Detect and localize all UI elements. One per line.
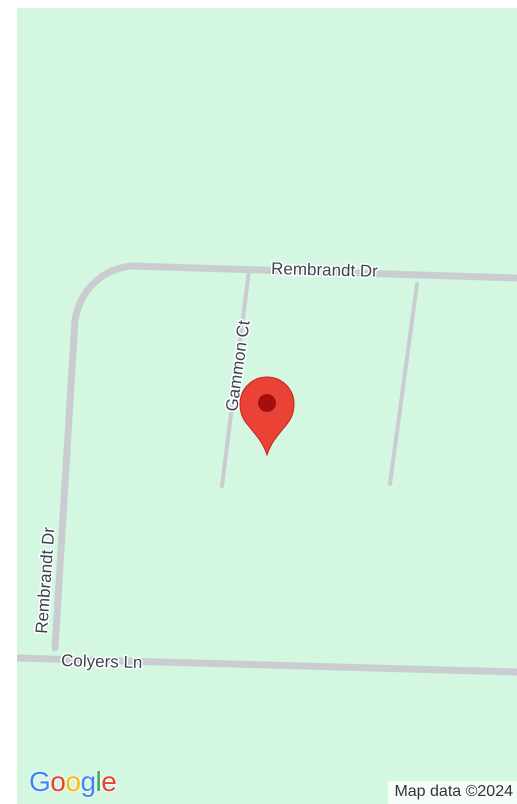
google-logo-letter: o	[50, 766, 66, 797]
map-pin-icon[interactable]	[239, 376, 295, 457]
google-logo-letter: G	[29, 766, 51, 797]
google-logo-letter: e	[101, 766, 117, 797]
map-attribution[interactable]: Map data ©2024	[388, 781, 517, 804]
road-rembrandt-dr-north	[51, 262, 517, 652]
google-logo-letter: o	[65, 766, 81, 797]
google-logo-letter: l	[95, 766, 102, 797]
map-pin-body	[239, 376, 295, 457]
map-pin-dot	[258, 394, 276, 412]
road-east-court	[388, 282, 419, 486]
map-layer[interactable]: Rembrandt Dr Gammon Ct Rembrandt Dr Coly…	[17, 8, 517, 804]
road-colyers-ln	[17, 654, 517, 676]
map-canvas[interactable]: Rembrandt Dr Gammon Ct Rembrandt Dr Coly…	[17, 8, 517, 804]
road-gammon-ct	[220, 268, 251, 488]
google-logo-letter: g	[80, 766, 96, 797]
google-logo[interactable]: G o o g l e	[29, 766, 117, 798]
road-label-rembrandt-dr-top: Rembrandt Dr	[271, 259, 379, 281]
road-label-colyers-ln: Colyers Ln	[61, 651, 143, 672]
